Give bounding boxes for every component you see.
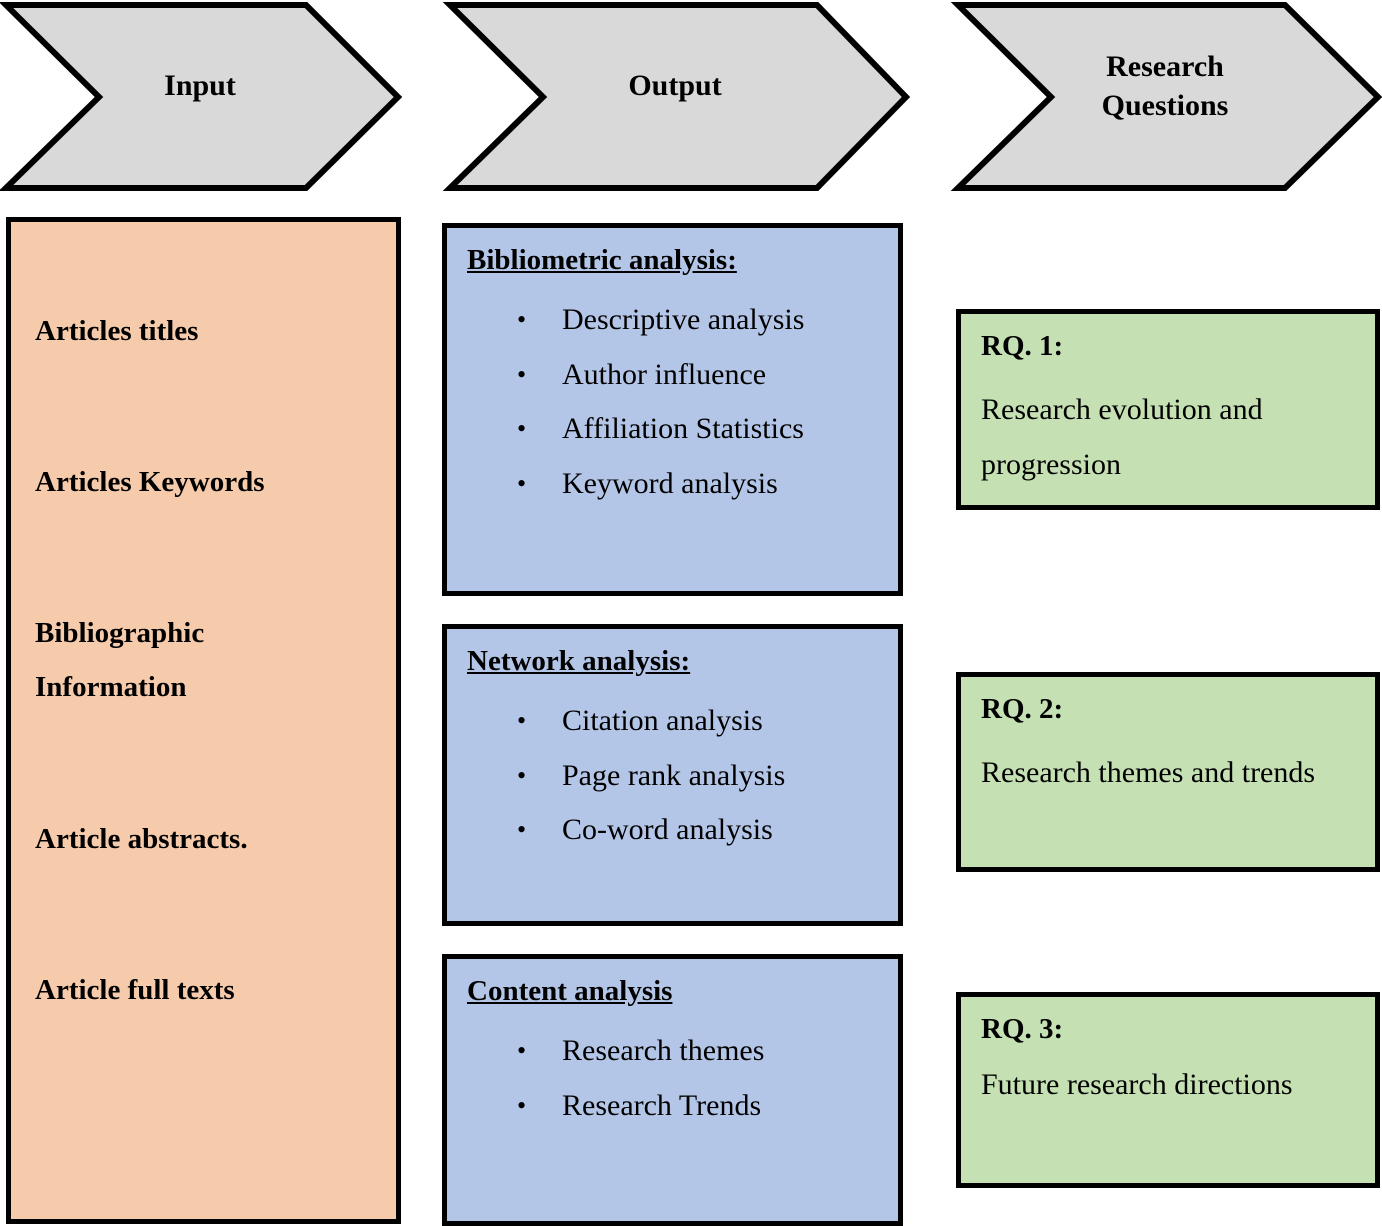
bullet-icon: • [517, 414, 527, 443]
input-item-bibliographic: Bibliographic [35, 617, 205, 649]
list-item-label: Research themes [562, 1034, 765, 1067]
bullet-icon: • [517, 760, 527, 790]
network-analysis-title: Network analysis: [467, 645, 691, 677]
input-item-abstracts: Article abstracts. [35, 823, 248, 855]
bullet-icon: • [517, 359, 527, 389]
rq-chevron [950, 1, 1382, 191]
input-item-keywords: Articles Keywords [35, 466, 265, 498]
list-item-label: Co-word analysis [562, 813, 773, 846]
bibliometric-analysis-title: Bibliometric analysis: [467, 244, 737, 276]
list-item-label: Page rank analysis [562, 758, 786, 792]
bullet-icon: • [517, 1090, 527, 1120]
output-chevron [442, 1, 911, 191]
content-analysis-box: Content analysis • Research themes • Resea… [442, 954, 903, 1226]
rq3-title: RQ. 3: [981, 1013, 1064, 1045]
list-item-label: Author influence [562, 357, 767, 391]
output-header-label: Output [628, 69, 722, 102]
rq1-box: RQ. 1: Research evolution and progressio… [956, 309, 1380, 510]
bullet-icon: • [517, 1036, 527, 1065]
rq2-box: RQ. 2: Research themes and trends [956, 672, 1380, 872]
list-item-label: Descriptive analysis [562, 303, 805, 336]
rq2-text: Research themes and trends [981, 756, 1316, 789]
list-item-label: Citation analysis [562, 704, 763, 737]
bullet-icon: • [517, 815, 527, 844]
content-analysis-title: Content analysis [467, 975, 673, 1007]
input-item-full-texts: Article full texts [35, 974, 235, 1006]
list-item-label: Keyword analysis [562, 466, 778, 500]
rq-header-line1: Research [1106, 50, 1224, 83]
list-item-label: Research Trends [562, 1088, 762, 1122]
header-chevrons [0, 1, 1382, 191]
bullet-icon: • [517, 706, 527, 735]
input-item-information: Information [35, 671, 187, 703]
rq3-text: Future research directions [981, 1068, 1293, 1101]
input-header-label: Input [164, 69, 236, 102]
rq1-text: Research evolution and progression [981, 393, 1263, 481]
bibliometric-analysis-box: Bibliometric analysis: • Descriptive anal… [442, 223, 903, 596]
rq-header-line2: Questions [1101, 89, 1229, 122]
input-item-titles: Articles titles [35, 315, 199, 347]
rq2-title: RQ. 2: [981, 693, 1064, 725]
network-analysis-box: Network analysis: • Citation analysis • Pa… [442, 624, 903, 926]
rq3-box: RQ. 3: Future research directions [956, 992, 1380, 1188]
bullet-icon: • [517, 305, 527, 334]
bullet-icon: • [517, 468, 527, 498]
input-box: Articles titles Articles Keywords Biblio… [6, 217, 401, 1224]
rq-header-label: Research Questions [1045, 47, 1285, 125]
rq1-title: RQ. 1: [981, 330, 1064, 362]
input-chevron [0, 1, 403, 191]
list-item-label: Affiliation Statistics [562, 412, 804, 445]
